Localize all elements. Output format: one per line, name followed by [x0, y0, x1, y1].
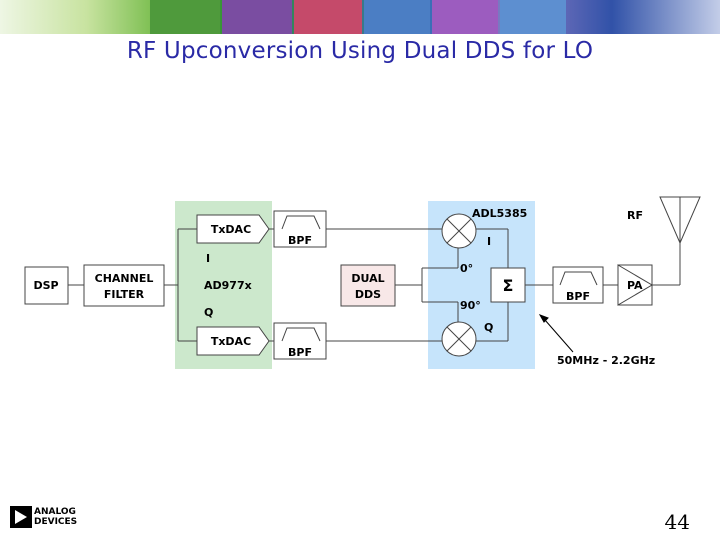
- pa-box: [617, 264, 653, 306]
- q-label-left: Q: [204, 306, 213, 319]
- header-banner: [0, 0, 720, 34]
- banner-tile-news: [432, 0, 498, 34]
- mixer-bottom: [441, 321, 477, 357]
- txdac-top-label: TxDAC: [211, 223, 251, 236]
- freq-arrow: [538, 314, 574, 353]
- summer-symbol: Σ: [503, 276, 514, 295]
- banner-tile-amplifiers: [150, 0, 220, 34]
- dsp-label: DSP: [33, 279, 58, 292]
- i-label-mod: I: [487, 235, 491, 248]
- phase-90-label: 90°: [460, 299, 481, 312]
- bpf-bottom-label: BPF: [288, 346, 312, 359]
- pa-label: PA: [627, 279, 643, 292]
- analog-devices-logo-icon: [10, 506, 32, 528]
- txdac-top-block: [196, 214, 270, 244]
- banner-tile-converters: [500, 0, 566, 34]
- logo-line-2: DEVICES: [34, 517, 78, 527]
- i-label-left: I: [206, 252, 210, 265]
- bpf-top-label: BPF: [288, 234, 312, 247]
- summer-block: [490, 267, 526, 303]
- dsp-block: [24, 266, 69, 305]
- page-number: 44: [664, 510, 690, 534]
- adl5385-label: ADL5385: [472, 207, 527, 220]
- bpf-out-block: [552, 266, 604, 304]
- logo-line-1: ANALOG: [34, 507, 76, 517]
- signal-wires: [68, 215, 681, 342]
- antenna-icon: [659, 196, 701, 245]
- dual-dds-label-1: DUAL: [351, 272, 384, 285]
- channel-filter-label-1: CHANNEL: [95, 272, 154, 285]
- txdac-bottom-label: TxDAC: [211, 335, 251, 348]
- banner-tile-power-management: [222, 0, 292, 34]
- channel-filter-block: [83, 264, 165, 307]
- phase-0-label: 0°: [460, 262, 473, 275]
- txdac-bottom-block: [196, 326, 270, 356]
- dual-dds-label-2: DDS: [355, 288, 381, 301]
- page-title: RF Upconversion Using Dual DDS for LO: [126, 38, 594, 64]
- ad977x-label: AD977x: [204, 279, 252, 292]
- banner-tile-processors: [294, 0, 362, 34]
- banner-tile-dsp: [364, 0, 430, 34]
- dual-dds-block: [340, 264, 396, 307]
- mixer-top: [441, 213, 477, 249]
- bpf-out-label: BPF: [566, 290, 590, 303]
- q-label-mod: Q: [484, 321, 493, 334]
- bpf-top-block: [273, 210, 327, 248]
- freq-range-label: 50MHz - 2.2GHz: [557, 354, 655, 367]
- channel-filter-label-2: FILTER: [104, 288, 145, 301]
- logo-text: ANALOG DEVICES: [34, 507, 94, 527]
- rf-label: RF: [627, 209, 643, 222]
- bpf-bottom-block: [273, 322, 327, 360]
